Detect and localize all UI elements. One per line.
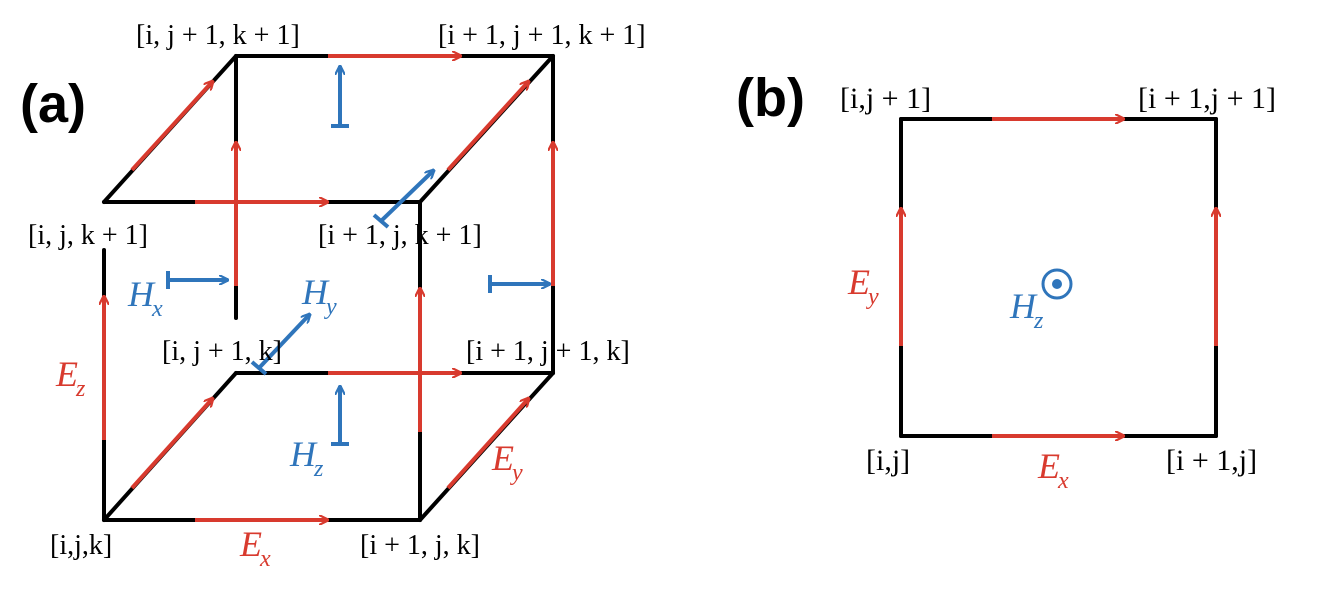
h-field-arrows-a bbox=[166, 66, 550, 446]
label-b-ey: Ey bbox=[847, 262, 879, 310]
label-b-ex: Ex bbox=[1037, 446, 1069, 494]
label-hy: Hy bbox=[301, 272, 337, 320]
node-i1-j1-k: [i + 1, j + 1, k] bbox=[466, 336, 630, 367]
panel-a-tag: (a) bbox=[20, 74, 86, 134]
node-i1-j-k1: [i + 1, j, k + 1] bbox=[318, 220, 482, 251]
node-i-j-k: [i,j,k] bbox=[50, 530, 112, 561]
hz-out-of-plane-icon bbox=[1041, 268, 1073, 300]
ey-arrow-top-left bbox=[130, 81, 213, 172]
ey-arrow-bottom-right bbox=[446, 398, 529, 490]
hy-arrow-mid bbox=[257, 314, 310, 370]
label-hz: Hz bbox=[289, 434, 324, 482]
node-b-i-j1: [i,j + 1] bbox=[840, 82, 931, 115]
node-i-j-k1: [i, j, k + 1] bbox=[28, 220, 148, 251]
ey-arrow-top-right bbox=[446, 81, 529, 172]
e-field-arrows-b bbox=[901, 119, 1216, 436]
hz-dot-center bbox=[1052, 279, 1062, 289]
node-i1-j1-k1: [i + 1, j + 1, k + 1] bbox=[438, 20, 646, 51]
node-b-i1-j: [i + 1,j] bbox=[1166, 444, 1257, 477]
node-b-i1-j1: [i + 1,j + 1] bbox=[1138, 82, 1276, 115]
label-ex: Ex bbox=[239, 524, 271, 572]
node-i-j1-k: [i, j + 1, k] bbox=[162, 336, 282, 367]
node-b-i-j: [i,j] bbox=[866, 444, 910, 477]
label-hx: Hx bbox=[127, 274, 163, 322]
panel-b-tag: (b) bbox=[736, 68, 805, 128]
e-field-arrows-a bbox=[104, 56, 553, 520]
label-b-hz: Hz bbox=[1009, 286, 1044, 334]
ey-arrow-bottom-left bbox=[130, 398, 213, 490]
hz-dot-ring bbox=[1041, 268, 1073, 300]
node-i-j1-k1: [i, j + 1, k + 1] bbox=[136, 20, 300, 51]
label-ez: Ez bbox=[55, 354, 86, 402]
hy-arrow-top bbox=[379, 170, 434, 223]
node-i1-j-k: [i + 1, j, k] bbox=[360, 530, 480, 561]
square-edges bbox=[899, 117, 1218, 438]
label-ey: Ey bbox=[491, 438, 523, 486]
